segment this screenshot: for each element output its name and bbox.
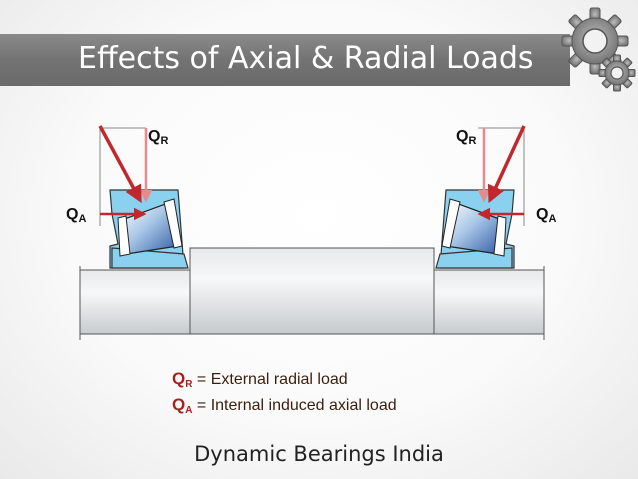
legend-text: = External radial load — [192, 371, 348, 388]
left-load-arrows — [98, 125, 153, 226]
slide-title: Effects of Axial & Radial Loads — [78, 41, 534, 76]
radial-load-label-right: QR — [456, 128, 476, 147]
shaft — [79, 247, 545, 340]
legend-text: = Internal induced axial load — [192, 397, 397, 414]
legend-item-axial: QA = Internal induced axial load — [172, 392, 397, 418]
legend-symbol: QR — [172, 369, 193, 390]
legend: QR = External radial load QA = Internal … — [172, 366, 397, 418]
legend-symbol: QA — [172, 395, 193, 416]
radial-load-label-left: QR — [148, 128, 168, 147]
axial-load-label-left: QA — [66, 206, 86, 225]
title-bar — [0, 34, 570, 86]
axial-load-label-right: QA — [536, 206, 556, 225]
right-load-arrows — [477, 125, 526, 226]
gears-icon — [561, 7, 636, 92]
legend-item-radial: QR = External radial load — [172, 366, 397, 392]
right-bearing — [435, 189, 515, 269]
bearing-load-diagram: QR QR QA QA — [66, 125, 556, 340]
left-bearing — [109, 189, 189, 269]
footer-company-name: Dynamic Bearings India — [194, 442, 444, 466]
